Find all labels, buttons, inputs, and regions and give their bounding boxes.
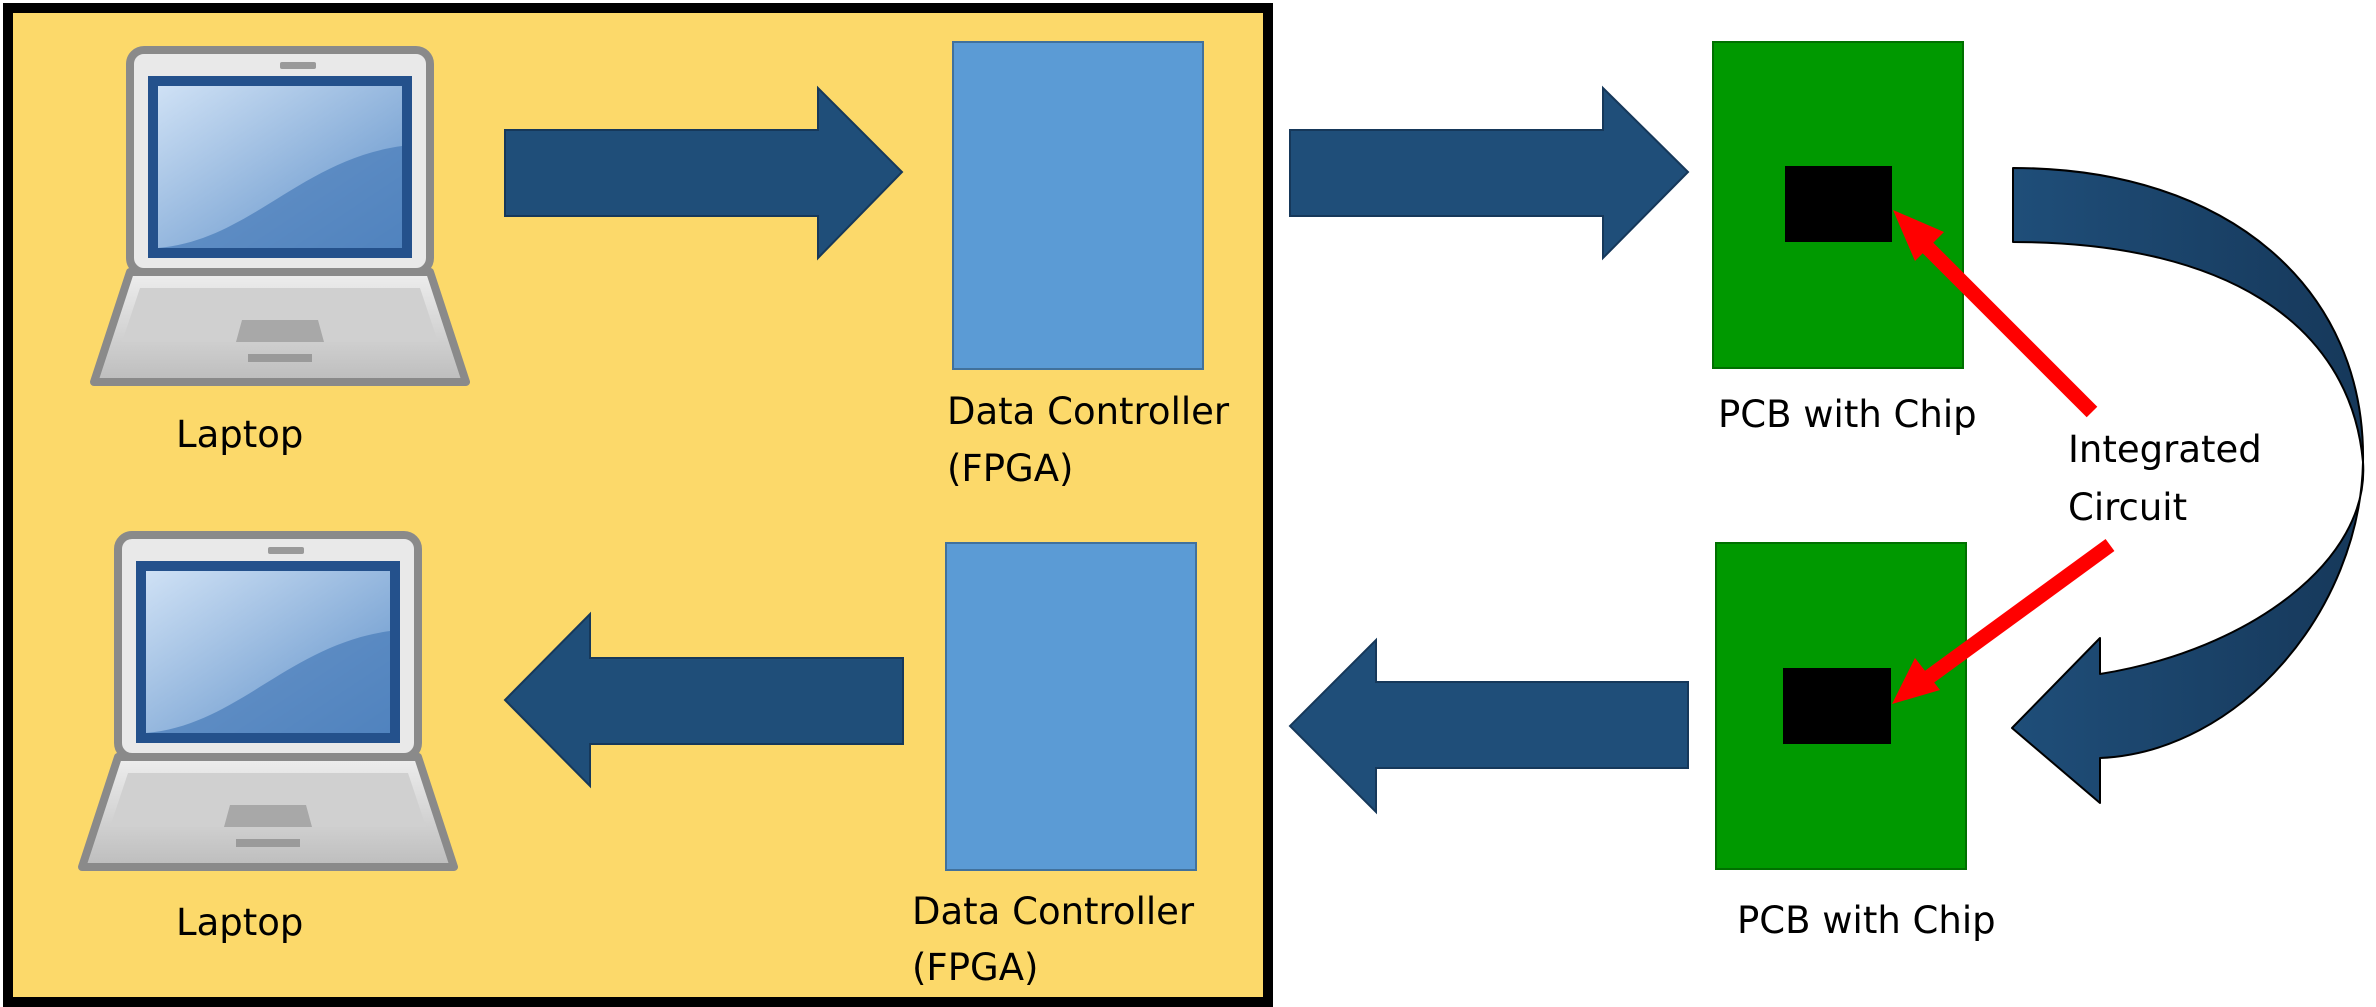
arrow-laptop-to-fpga-icon — [504, 85, 904, 261]
ic-label-line2: Circuit — [2068, 486, 2187, 529]
pointer-to-bottom-chip — [1920, 538, 2115, 687]
fpga-top-block — [952, 41, 1204, 370]
laptop-top-icon — [94, 50, 466, 382]
pointer-bottom-arrowhead-icon — [1892, 658, 1940, 704]
fpga-bottom-label-line1: Data Controller — [912, 890, 1195, 933]
arrow-fpga-to-pcb-icon — [1289, 85, 1690, 261]
fpga-top-label-line2: (FPGA) — [947, 447, 1073, 490]
fpga-bottom-label-line2: (FPGA) — [912, 946, 1038, 989]
chip-bottom — [1783, 668, 1891, 744]
pcb-top-board — [1712, 41, 1964, 369]
arrow-pcb-to-fpga-icon — [1288, 637, 1689, 815]
laptop-bottom-icon — [82, 535, 454, 867]
fpga-top-label-line1: Data Controller — [947, 390, 1230, 433]
curved-return-arrow-icon — [2011, 167, 2365, 804]
laptop-bottom-label: Laptop — [176, 901, 303, 944]
fpga-bottom-block — [945, 542, 1197, 871]
arrow-fpga-to-laptop-icon — [503, 611, 904, 789]
pcb-bottom-label: PCB with Chip — [1737, 899, 1996, 942]
chip-top — [1785, 166, 1892, 242]
pointer-to-top-chip — [1914, 234, 2098, 418]
pcb-top-label: PCB with Chip — [1718, 393, 1977, 436]
ic-label-line1: Integrated — [2068, 428, 2262, 471]
laptop-top-label: Laptop — [176, 413, 303, 456]
pointer-top-arrowhead-icon — [1893, 210, 1944, 261]
